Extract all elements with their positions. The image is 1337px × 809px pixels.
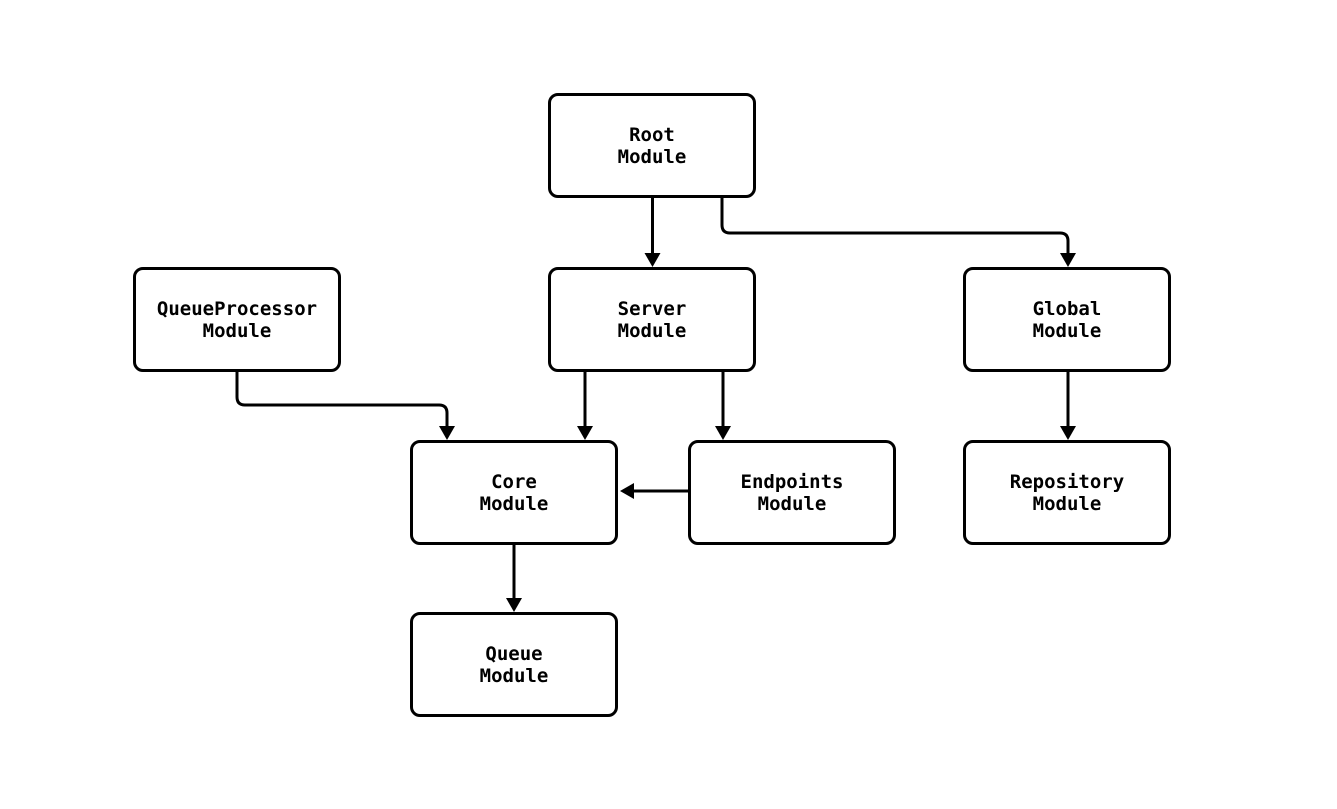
node-repository-module-label: Repository Module — [1009, 470, 1125, 515]
edge-global-to-repository — [1060, 372, 1076, 440]
node-server-module: Server Module — [548, 267, 756, 372]
edge-endpoints-to-core — [620, 483, 688, 499]
node-root-module-label: Root Module — [617, 123, 687, 168]
node-queue-module-label: Queue Module — [479, 642, 549, 687]
node-global-module-label: Global Module — [1032, 297, 1102, 342]
edge-core-to-queue — [506, 545, 522, 612]
node-endpoints-module: Endpoints Module — [688, 440, 896, 545]
edge-root-to-global — [720, 198, 1076, 267]
edge-queue-processor-to-core — [235, 372, 455, 440]
node-repository-module: Repository Module — [963, 440, 1171, 545]
edge-root-to-server — [644, 198, 661, 267]
edge-server-to-endpoints — [715, 372, 731, 440]
node-global-module: Global Module — [963, 267, 1171, 372]
node-endpoints-module-label: Endpoints Module — [740, 470, 844, 515]
node-server-module-label: Server Module — [617, 297, 687, 342]
node-queue-processor-module: QueueProcessor Module — [133, 267, 341, 372]
node-core-module-label: Core Module — [479, 470, 549, 515]
edge-server-to-core — [577, 372, 593, 440]
node-queue-module: Queue Module — [410, 612, 618, 717]
node-root-module: Root Module — [548, 93, 756, 198]
node-core-module: Core Module — [410, 440, 618, 545]
node-queue-processor-module-label: QueueProcessor Module — [156, 297, 318, 342]
